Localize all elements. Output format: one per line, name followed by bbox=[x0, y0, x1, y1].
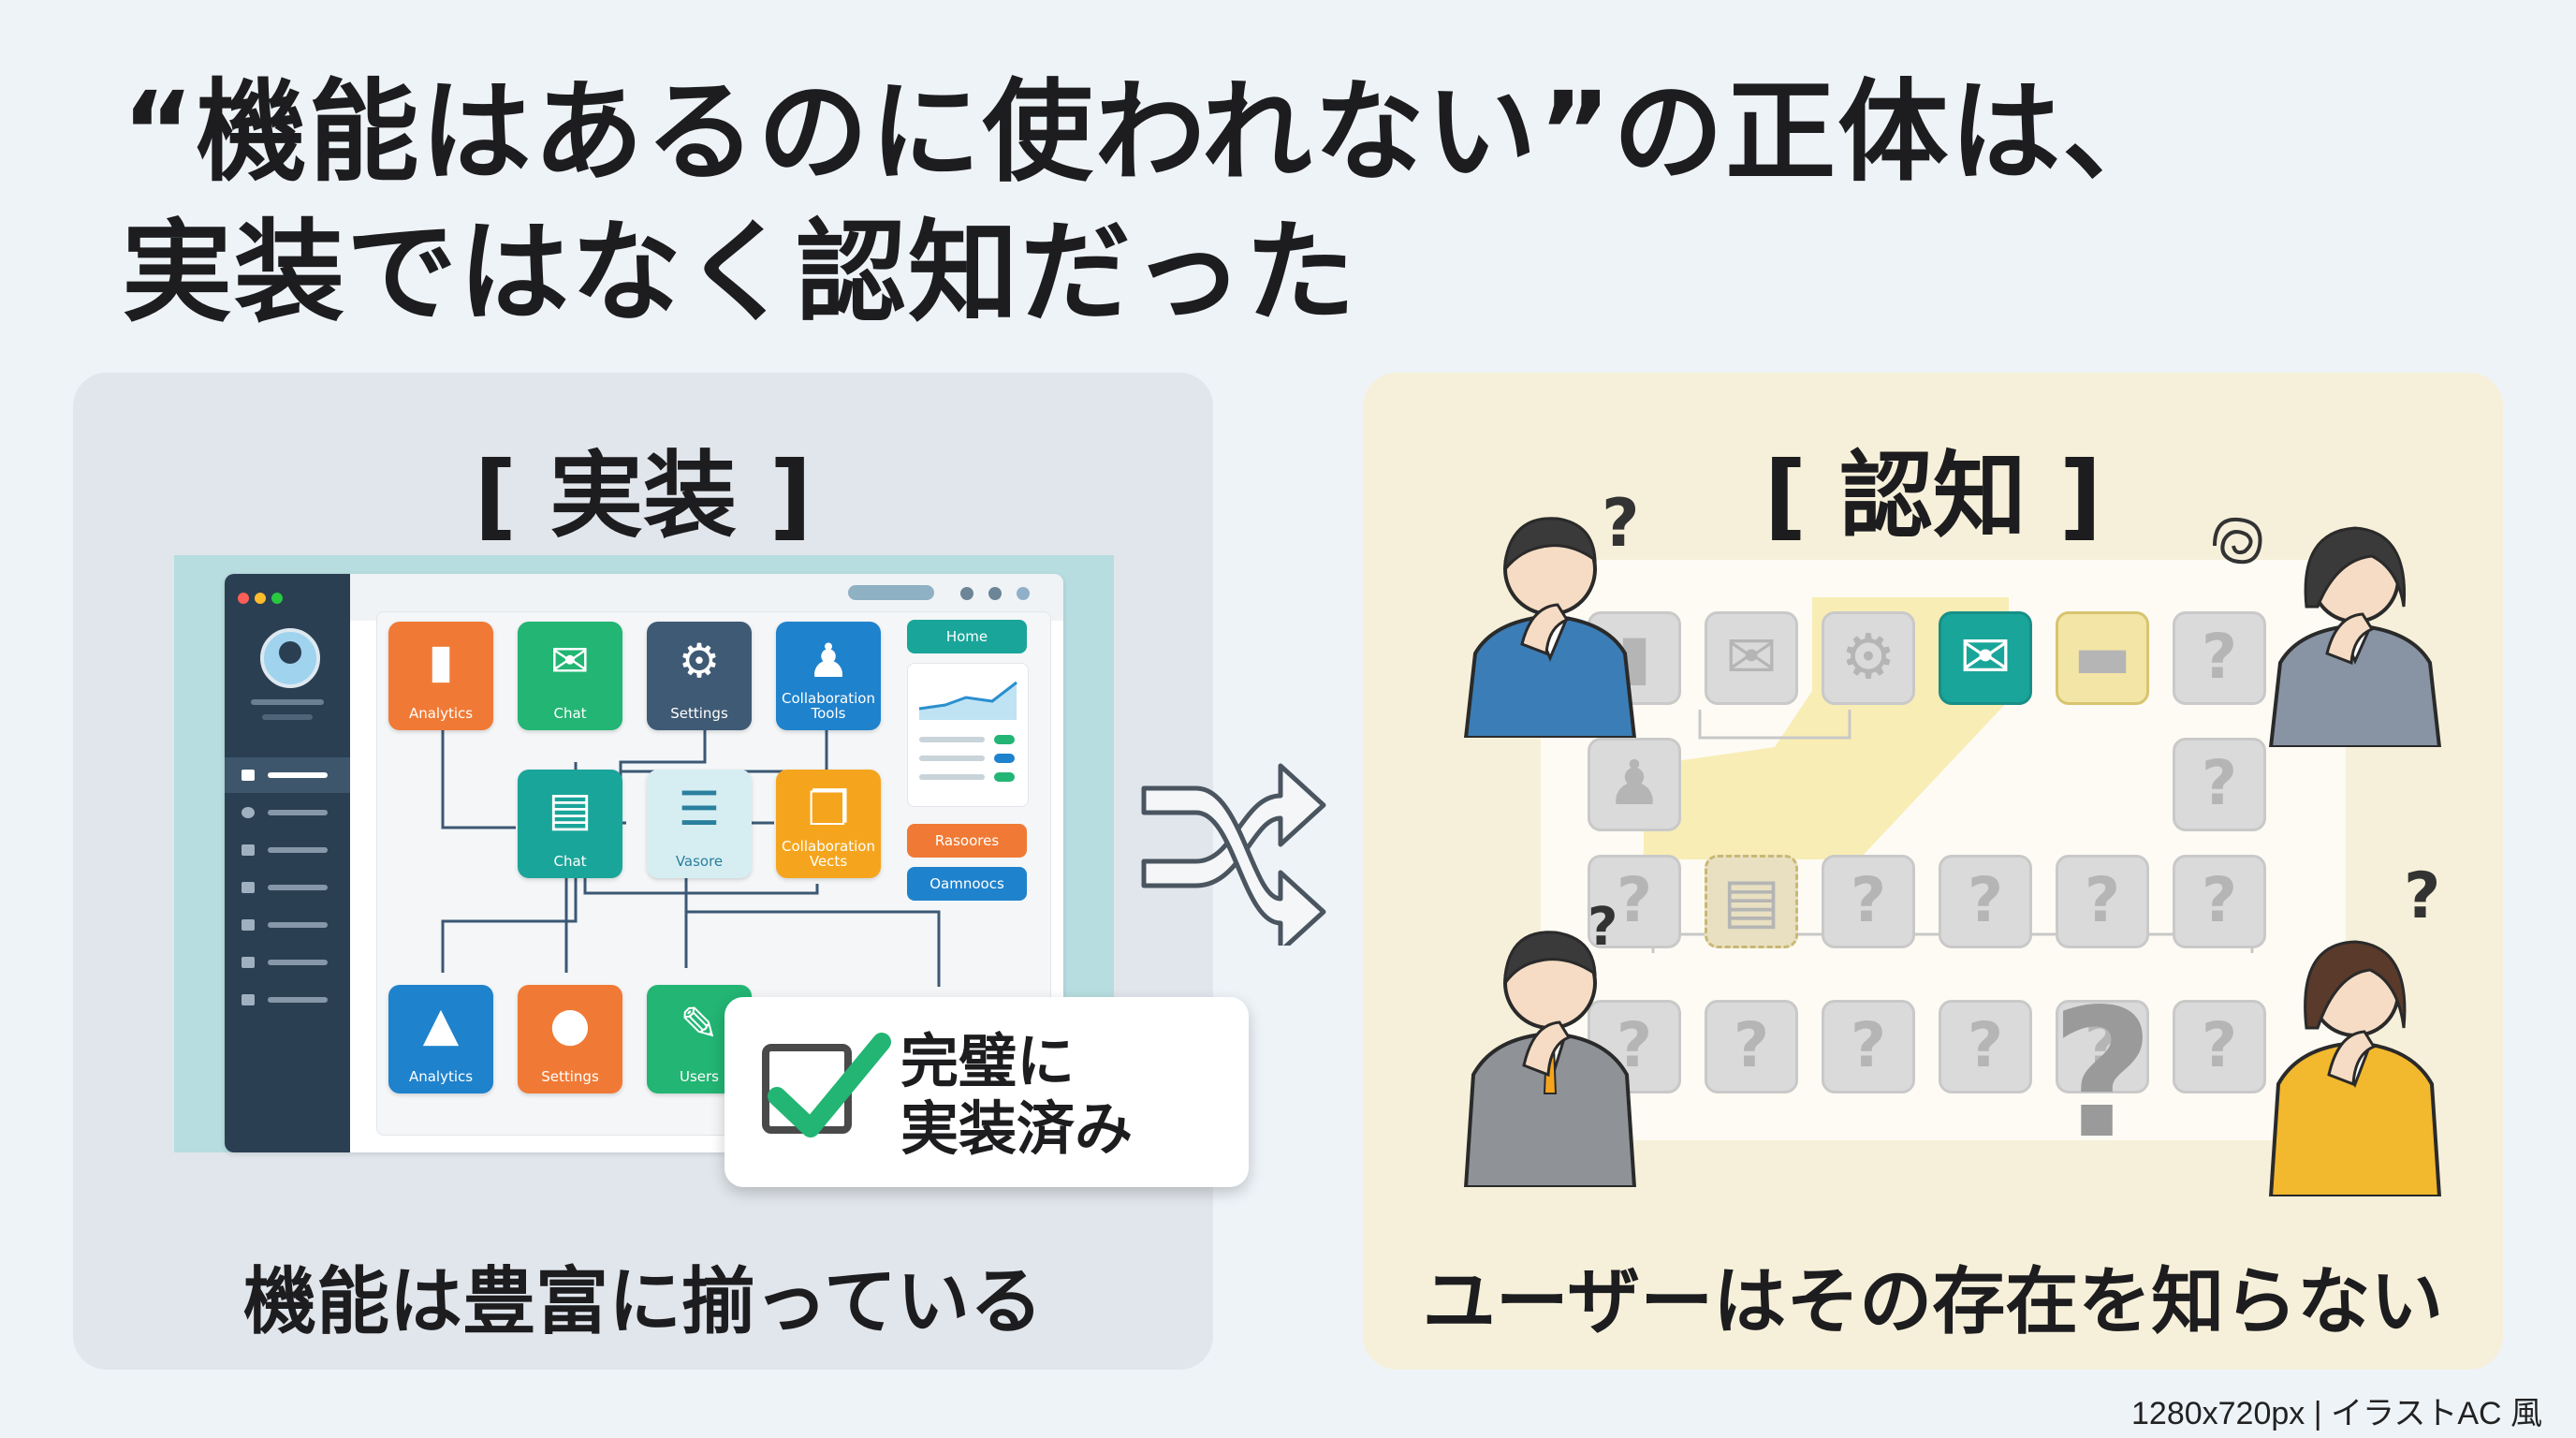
feature-tile-vasore[interactable]: ☰Vasore bbox=[647, 770, 752, 878]
implementation-caption: 機能は豊富に揃っている bbox=[242, 1260, 1044, 1344]
badge-line-1: 完璧に bbox=[900, 1027, 1076, 1095]
unknown-tile: ? bbox=[2056, 1000, 2149, 1093]
home-icon bbox=[242, 770, 255, 781]
box-icon bbox=[242, 919, 255, 931]
unknown-tile: ? bbox=[2173, 1000, 2266, 1093]
app-mockup-window: ▮Analytics ✉Chat ⚙Settings ♟Collaboratio… bbox=[225, 574, 1063, 1152]
sidebar-username-line bbox=[251, 699, 324, 705]
feature-tile-chat[interactable]: ✉Chat bbox=[518, 622, 622, 730]
confused-man-blue-illustration bbox=[1463, 517, 1637, 738]
question-mark-icon: ? bbox=[1588, 897, 1618, 958]
unknown-tile: ? bbox=[2173, 611, 2266, 705]
chart-icon: ▲ bbox=[422, 997, 460, 1051]
cognition-caption: ユーザーはその存在を知らない bbox=[1422, 1260, 2444, 1344]
highlighted-document-tile: ▤ bbox=[1705, 855, 1798, 948]
unknown-tile: ? bbox=[2173, 855, 2266, 948]
people-icon: ♟ bbox=[807, 634, 850, 688]
feature-tile-settings-2[interactable]: ●Settings bbox=[518, 985, 622, 1093]
bell-icon[interactable] bbox=[960, 587, 973, 600]
unknown-tile: ? bbox=[1588, 855, 1681, 948]
sidebar-item[interactable] bbox=[225, 907, 350, 943]
highlighted-tile: ▬ bbox=[2056, 611, 2149, 705]
size-credit-footer: 1280x720px | イラストAC 風 bbox=[2131, 1396, 2542, 1431]
document-icon: ▤ bbox=[548, 782, 593, 836]
sidebar-item-home[interactable] bbox=[225, 757, 350, 793]
cognition-heading: [ 認知 ] bbox=[1764, 441, 2102, 550]
checkmark-icon bbox=[768, 1033, 891, 1137]
window-maximize-dot bbox=[271, 593, 283, 604]
sidebar-item[interactable] bbox=[225, 870, 350, 905]
gear-icon bbox=[242, 957, 255, 968]
chat-bubbles-icon: ❐ bbox=[807, 782, 850, 836]
sidebar-role-line bbox=[262, 714, 313, 720]
faded-feature-tile: ⚙ bbox=[1822, 611, 1915, 705]
confused-man-gray-illustration bbox=[1463, 931, 1637, 1187]
implemented-badge: 完璧に 実装済み bbox=[724, 997, 1249, 1187]
window-close-dot bbox=[238, 593, 249, 604]
sidebar-item[interactable] bbox=[225, 945, 350, 980]
server-icon: ☰ bbox=[678, 782, 721, 836]
unknown-tile: ? bbox=[1822, 1000, 1915, 1093]
line-chart-icon bbox=[918, 681, 1017, 782]
edit-icon: ✎ bbox=[680, 997, 719, 1051]
bar-chart-icon: ▮ bbox=[428, 634, 454, 688]
cognition-panel: [ 認知 ] ▮ ✉ ⚙ ✉ ▬ ? ♟ ? ? ▤ ? ? ? ? ? ? ?… bbox=[1363, 373, 2503, 1370]
search-pill[interactable] bbox=[848, 585, 934, 600]
sidebar-item[interactable] bbox=[225, 795, 350, 830]
gear-icon bbox=[242, 994, 255, 1005]
feature-tile-chat-2[interactable]: ▤Chat bbox=[518, 770, 622, 878]
feature-tile-analytics-2[interactable]: ▲Analytics bbox=[388, 985, 493, 1093]
tangled-thought-icon bbox=[2213, 517, 2262, 565]
sidebar-item[interactable] bbox=[225, 832, 350, 868]
feature-tile-collaboration-vects[interactable]: ❐Collaboration Vects bbox=[776, 770, 881, 878]
confused-woman-gray-illustration bbox=[2268, 526, 2442, 747]
feature-tile-settings[interactable]: ⚙Settings bbox=[647, 622, 752, 730]
unknown-tile: ? bbox=[1705, 1000, 1798, 1093]
question-mark-icon: ? bbox=[2404, 859, 2441, 933]
badge-line-2: 実装済み bbox=[900, 1094, 1134, 1163]
circle-icon bbox=[242, 807, 255, 818]
title-line-2: 実装ではなく認知だった bbox=[122, 208, 1358, 337]
user-icon bbox=[242, 844, 255, 856]
faded-feature-tile: ✉ bbox=[1705, 611, 1798, 705]
big-question-mark: ? bbox=[2051, 971, 2155, 1178]
unknown-tile: ? bbox=[2173, 738, 2266, 831]
implementation-panel: [ 実装 ] bbox=[73, 373, 1249, 1370]
resources-button[interactable]: Rasoores bbox=[907, 824, 1027, 858]
documents-button[interactable]: Oamnoocs bbox=[907, 867, 1027, 901]
feature-tile-collaboration-tools[interactable]: ♟Collaboration Tools bbox=[776, 622, 881, 730]
window-minimize-dot bbox=[255, 593, 266, 604]
avatar-icon bbox=[260, 628, 320, 688]
confused-woman-yellow-illustration bbox=[2268, 940, 2442, 1196]
question-mark-icon: ? bbox=[1602, 485, 1640, 562]
unknown-tile: ? bbox=[1822, 855, 1915, 948]
faded-feature-tile: ♟ bbox=[1588, 738, 1681, 831]
profile-icon[interactable] bbox=[1017, 587, 1030, 600]
chat-icon: ✉ bbox=[550, 634, 590, 688]
chart-card bbox=[907, 663, 1029, 807]
unknown-tile: ? bbox=[2056, 855, 2149, 948]
crossing-arrows-icon bbox=[1141, 763, 1326, 946]
grid-icon bbox=[242, 882, 255, 893]
unknown-tile: ? bbox=[1939, 1000, 2032, 1093]
implementation-heading: [ 実装 ] bbox=[474, 441, 812, 550]
feature-grid-board: ▮ ✉ ⚙ ✉ ▬ ? ♟ ? ? ▤ ? ? ? ? ? ? ? ? ? ? … bbox=[1541, 560, 2346, 1164]
unknown-tile: ? bbox=[1939, 855, 2032, 948]
gear-icon[interactable] bbox=[988, 587, 1002, 600]
highlighted-chat-tile: ✉ bbox=[1939, 611, 2032, 705]
gear-icon: ⚙ bbox=[678, 634, 721, 688]
feature-tile-analytics[interactable]: ▮Analytics bbox=[388, 622, 493, 730]
title-line-1: “機能はあるのに使われない”の正体は、 bbox=[122, 67, 2175, 197]
home-button[interactable]: Home bbox=[907, 620, 1027, 653]
chat-icon: ● bbox=[549, 997, 591, 1051]
sidebar-item[interactable] bbox=[225, 982, 350, 1018]
mockup-sidebar bbox=[225, 574, 350, 1152]
